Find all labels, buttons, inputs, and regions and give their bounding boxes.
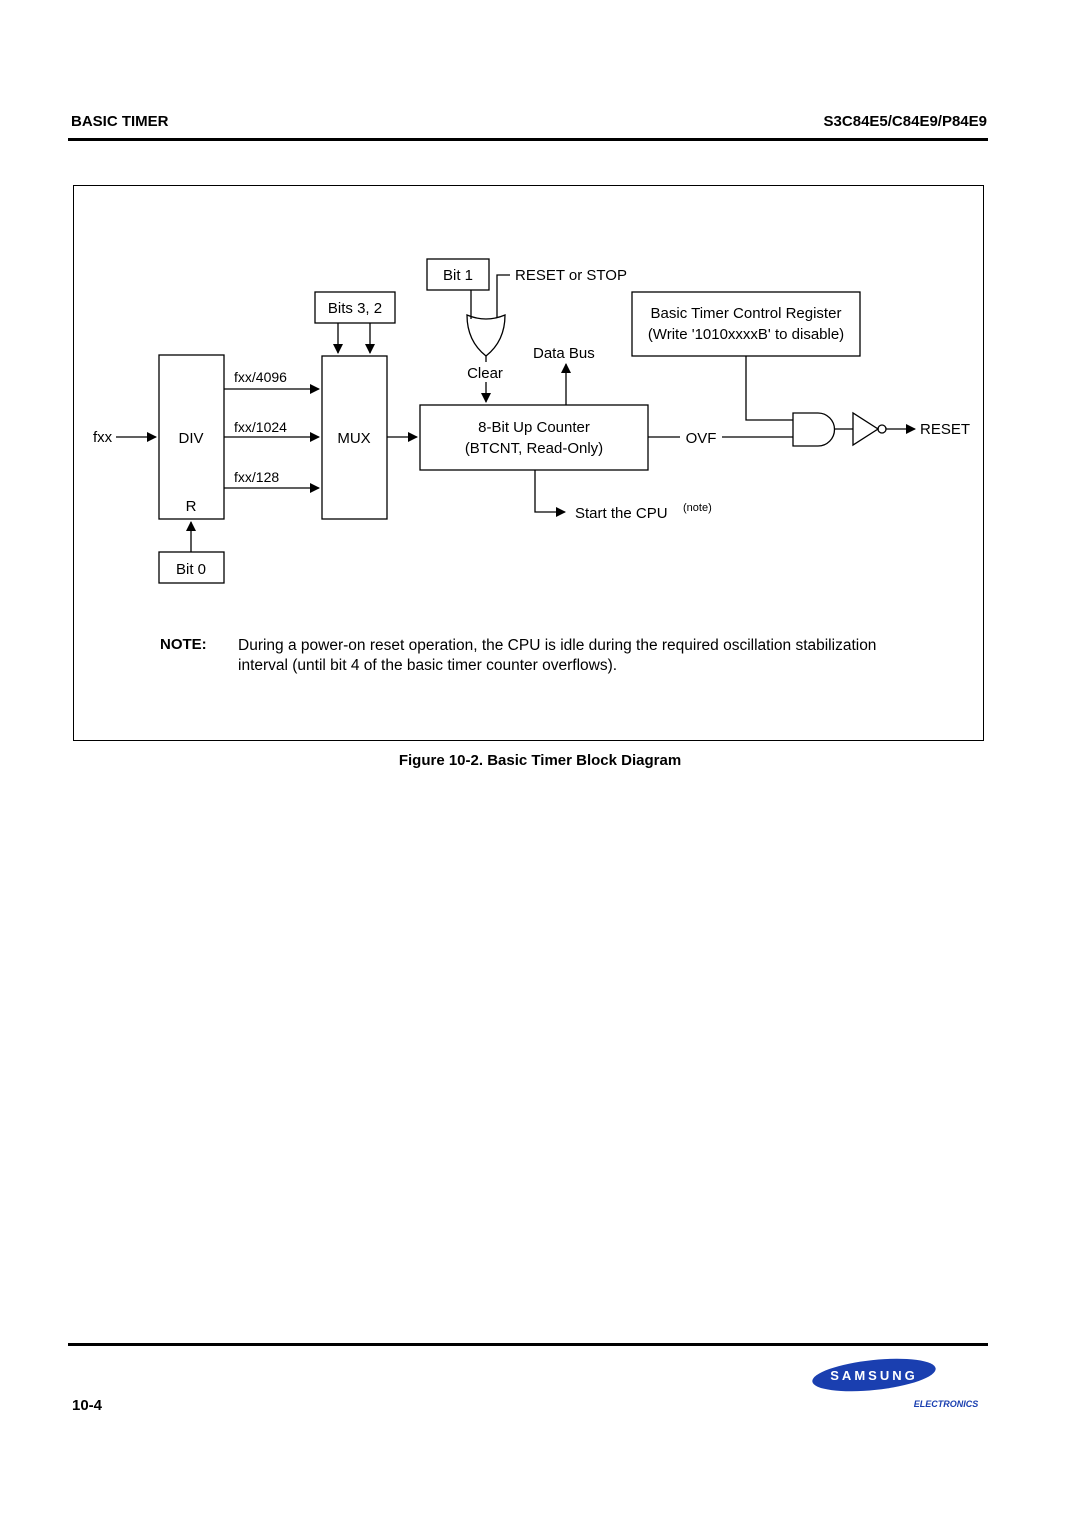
fxx4096-label: fxx/4096 [234,369,287,385]
btcon-label-line2: (Write '1010xxxxB' to disable) [648,326,844,343]
header-model-number: S3C84E5/C84E9/P84E9 [823,113,987,130]
fxx1024-label: fxx/1024 [234,419,287,435]
data-bus-label: Data Bus [533,345,595,362]
logo-sub-text: ELECTRONICS [914,1399,979,1409]
or-gate [466,314,506,357]
bits32-box [314,291,396,324]
inverter-gate [852,411,880,447]
figure-frame [73,185,984,741]
figure-caption: Figure 10-2. Basic Timer Block Diagram [398,752,682,769]
btcon-register-box [631,291,861,357]
ovf-label: OVF [686,430,717,447]
footer-rule [68,1343,988,1346]
counter-box [419,404,649,471]
note-superscript: (note) [683,502,712,514]
samsung-logo: SAMSUNG ELECTRONICS [812,1358,979,1409]
note-label: NOTE: [160,636,207,653]
page-number: 10-4 [72,1397,103,1414]
counter-label-line2: (BTCNT, Read-Only) [465,440,603,457]
fxx128-label: fxx/128 [234,469,279,485]
clear-label: Clear [467,365,503,382]
bits32-label: Bits 3, 2 [328,300,382,317]
header-section-title: BASIC TIMER [71,113,169,130]
btcon-label-line1: Basic Timer Control Register [651,305,842,322]
counter-label-line1: 8-Bit Up Counter [478,419,590,436]
note-text: During a power-on reset operation, the C… [238,637,877,674]
bit1-label: Bit 1 [443,267,473,284]
block-diagram: Bit 1 RESET or STOP Bits 3, 2 Basic Time… [93,258,970,584]
reset-output-label: RESET [920,421,970,438]
div-reset-label: R [186,498,197,515]
header-rule [68,138,988,141]
div-label: DIV [178,430,203,447]
reset-or-stop-label: RESET or STOP [515,267,627,284]
start-cpu-label: Start the CPU [575,505,668,522]
bit1-box [426,258,490,291]
fxx-input-label: fxx [93,429,113,446]
and-gate [792,412,836,447]
logo-brand-text: SAMSUNG [830,1368,917,1383]
mux-label: MUX [337,430,370,447]
bit0-label: Bit 0 [176,561,206,578]
